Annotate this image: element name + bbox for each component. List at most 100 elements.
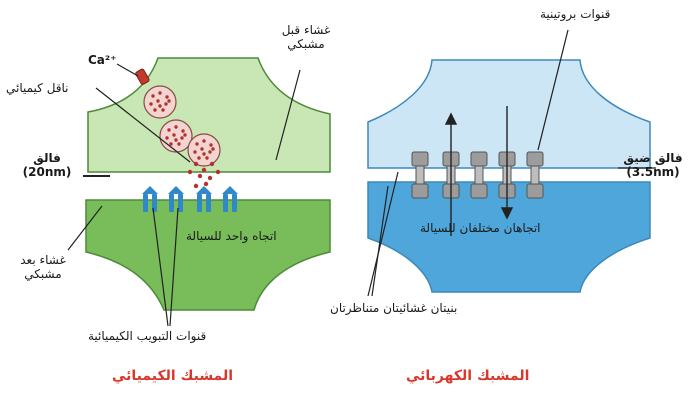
synaptic-vesicle	[187, 133, 221, 167]
arrow-down-head	[500, 207, 514, 220]
neurotransmitter-dot	[180, 136, 184, 140]
receptor-cap	[168, 186, 184, 194]
receptor-subunit	[178, 194, 183, 212]
neurotransmitter-dot	[164, 102, 168, 106]
connexon-bottom	[411, 183, 429, 199]
protein-channel	[411, 151, 429, 199]
leader-membranes-2	[371, 185, 389, 297]
leader-postsynaptic	[67, 205, 103, 251]
leader-protein-channels	[537, 29, 569, 151]
label-one-direction: اتجاه واحد للسيالة	[186, 229, 277, 243]
neurotransmitter-dot	[158, 91, 162, 95]
label-narrow-cleft: فالق ضيق (3.5nm)	[623, 151, 683, 179]
label-protein-channels: قنوات بروتينية	[540, 7, 611, 21]
neurotransmitter-dot	[149, 102, 153, 106]
neurotransmitter-dot	[172, 133, 176, 137]
neurotransmitter-dot	[158, 104, 162, 108]
connexon-top	[470, 151, 488, 167]
neurotransmitter-dot	[195, 142, 199, 146]
connexon-bottom	[526, 183, 544, 199]
label-presynaptic-membrane: غشاء قبل مشبكي	[281, 23, 331, 51]
leader-neurotransmitter	[95, 87, 191, 163]
connexon-top	[411, 151, 429, 167]
receptor-subunit	[223, 194, 228, 212]
chemical-gated-receptor	[168, 186, 184, 212]
neurotransmitter-dot	[165, 136, 169, 140]
neurotransmitter-dot	[167, 99, 171, 103]
caption-electrical-synapse: المشبك الكهربائي	[406, 368, 530, 384]
neurotransmitter-dot	[167, 128, 171, 132]
neurotransmitter-dot	[209, 143, 213, 147]
caption-chemical-synapse: المشبك الكيميائي	[112, 368, 234, 384]
receptor-subunit	[143, 194, 148, 212]
neurotransmitter-dot	[193, 183, 199, 189]
leader-channel-1	[152, 207, 169, 327]
electrical-presynaptic-terminal	[367, 59, 651, 169]
connexon-top	[526, 151, 544, 167]
neurotransmitter-dot	[183, 133, 187, 137]
released-neurotransmitter	[187, 161, 221, 189]
neurotransmitter-dot	[211, 147, 215, 151]
receptor-cap	[196, 186, 212, 194]
receptor-cap	[142, 186, 158, 194]
neurotransmitter-dot	[202, 139, 206, 143]
neurotransmitter-dot	[203, 181, 209, 187]
label-postsynaptic-membrane: غشاء بعد مشبكي	[20, 253, 66, 281]
leader-presynaptic	[275, 69, 301, 161]
electrical-postsynaptic-terminal	[367, 181, 651, 293]
chemical-gated-receptor	[222, 186, 238, 212]
neurotransmitter-dot	[209, 161, 215, 167]
neurotransmitter-dot	[156, 99, 160, 103]
leader-channel-2	[169, 207, 179, 327]
neurotransmitter-dot	[193, 161, 199, 167]
neurotransmitter-dot	[153, 108, 157, 112]
receptor-subunit	[169, 194, 174, 212]
neurotransmitter-dot	[165, 95, 169, 99]
synaptic-vesicle	[159, 119, 193, 153]
connexon-bottom	[470, 183, 488, 199]
neurotransmitter-dot	[181, 129, 185, 133]
neurotransmitter-dot	[215, 169, 221, 175]
neurotransmitter-dot	[200, 147, 204, 151]
direction-arrows	[444, 106, 514, 236]
label-calcium: Ca²⁺	[88, 53, 117, 67]
protein-channel	[526, 151, 544, 199]
neurotransmitter-dot	[174, 125, 178, 129]
leader-ca	[116, 63, 139, 77]
neurotransmitter-dot	[187, 169, 193, 175]
receptor-subunit	[206, 194, 211, 212]
neurotransmitter-dot	[193, 150, 197, 154]
neurotransmitter-dot	[177, 142, 181, 146]
receptor-subunit	[232, 194, 237, 212]
label-chemical-channels: قنوات التبويب الكيميائية	[88, 329, 207, 343]
neurotransmitter-dot	[202, 152, 206, 156]
chemical-gated-receptor	[142, 186, 158, 212]
chemical-gated-receptor	[196, 186, 212, 212]
neurotransmitter-dot	[174, 138, 178, 142]
channel-pore	[474, 165, 484, 185]
channel-pore	[530, 165, 540, 185]
chemical-presynaptic-terminal	[87, 57, 331, 173]
neurotransmitter-dot	[208, 150, 212, 154]
chemical-gated-receptors	[142, 186, 238, 212]
protein-channel	[470, 151, 488, 199]
neurotransmitter-dot	[201, 167, 207, 173]
label-neurotransmitter: ناقل كيميائي	[6, 81, 69, 95]
neurotransmitter-dot	[151, 94, 155, 98]
label-symmetric-membranes: بنيتان غشائيتان متناظرتان	[330, 301, 458, 315]
neurotransmitter-dot	[161, 108, 165, 112]
receptor-subunit	[197, 194, 202, 212]
label-two-directions: اتجاهان مختلفان للسيالة	[420, 221, 541, 235]
chemical-postsynaptic-terminal	[85, 199, 331, 311]
neurotransmitter-dot	[197, 173, 203, 179]
neurotransmitter-dot	[205, 156, 209, 160]
receptor-subunit	[152, 194, 157, 212]
arrow-up-head	[444, 112, 458, 125]
receptor-cap	[222, 186, 238, 194]
neurotransmitter-dot	[207, 175, 213, 181]
neurotransmitter-dot	[169, 142, 173, 146]
channel-pore	[415, 165, 425, 185]
label-cleft: فالق (20nm)	[22, 151, 72, 179]
